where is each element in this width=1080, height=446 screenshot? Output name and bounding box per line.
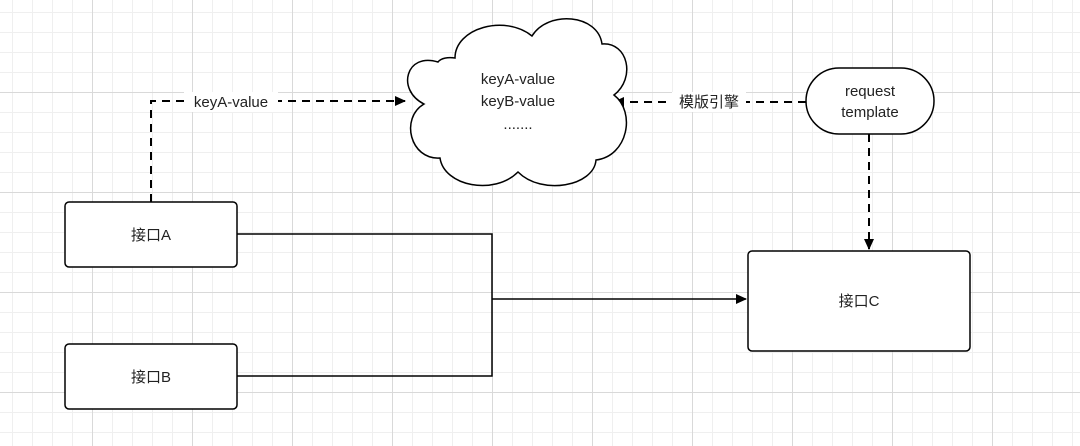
interface-c-node[interactable]: 接口C xyxy=(747,250,971,352)
interface-a-node[interactable]: 接口A xyxy=(64,201,238,268)
edge-template-to-cloud-label-bg xyxy=(672,92,746,112)
cloud-line-3: ....... xyxy=(503,116,532,133)
cloud-line-1: keyA-value xyxy=(481,71,555,88)
cloud-line-2: keyB-value xyxy=(481,93,555,110)
edge-a-to-merge xyxy=(237,233,493,299)
interface-b-node[interactable]: 接口B xyxy=(64,343,238,410)
interface-b-shape xyxy=(64,343,238,410)
interface-a-shape xyxy=(64,201,238,268)
edge-template-to-cloud-label: 模版引擎 xyxy=(679,94,739,111)
edge-a-to-cloud xyxy=(150,96,406,202)
request-template-shape xyxy=(805,67,935,135)
interface-c-shape xyxy=(747,250,971,352)
cloud-node[interactable]: keyA-value keyB-value ....... xyxy=(407,18,628,187)
edge-a-to-cloud-label-bg xyxy=(184,92,278,112)
interface-c-label: 接口C xyxy=(839,293,880,310)
request-template-line-1: request xyxy=(845,83,896,100)
request-template-node[interactable]: request template xyxy=(805,67,935,135)
edge-b-to-merge xyxy=(237,299,493,377)
edge-a-to-cloud-label: keyA-value xyxy=(194,94,268,111)
request-template-line-2: template xyxy=(841,104,899,121)
interface-b-label: 接口B xyxy=(131,369,171,386)
interface-a-label: 接口A xyxy=(131,227,171,244)
cloud-shape xyxy=(407,18,628,187)
